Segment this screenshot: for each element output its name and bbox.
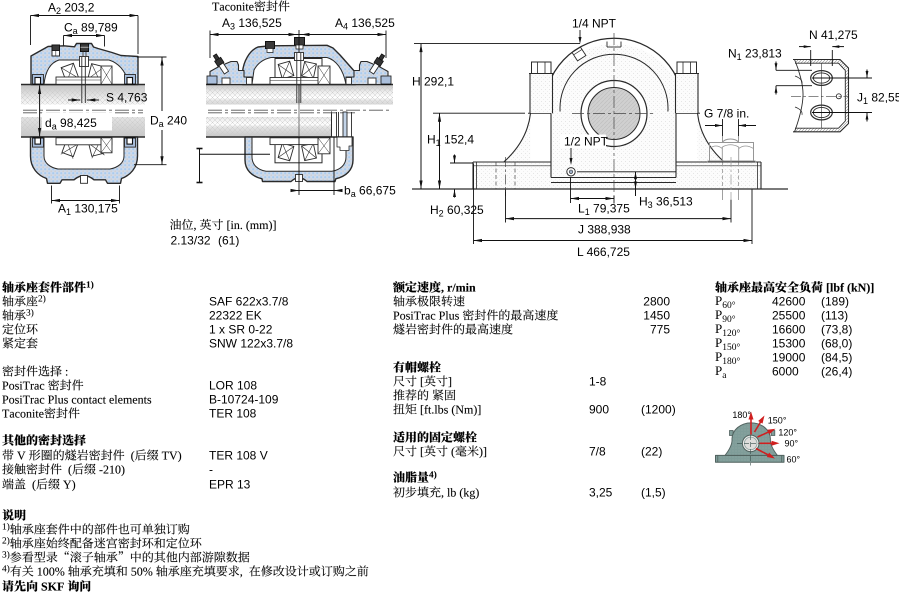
svg-text:EPR 13: EPR 13 bbox=[209, 478, 251, 492]
svg-text:H1 152,4: H1 152,4 bbox=[427, 133, 474, 149]
svg-text:(22): (22) bbox=[641, 445, 662, 459]
svg-text:-: - bbox=[209, 463, 213, 477]
svg-text:6000: 6000 bbox=[772, 365, 799, 379]
svg-text:2800: 2800 bbox=[643, 295, 670, 309]
svg-text:N1 23,813: N1 23,813 bbox=[728, 47, 782, 63]
svg-text:SNW 122x3.7/8: SNW 122x3.7/8 bbox=[209, 337, 293, 351]
svg-text:(1200): (1200) bbox=[641, 403, 676, 417]
svg-text:775: 775 bbox=[650, 323, 670, 337]
svg-text:1-8: 1-8 bbox=[589, 375, 607, 389]
svg-text:180°: 180° bbox=[732, 410, 751, 420]
svg-text:B-10724-109: B-10724-109 bbox=[209, 393, 279, 407]
svg-text:1/2 NPT: 1/2 NPT bbox=[564, 135, 609, 149]
svg-text:150°: 150° bbox=[768, 416, 787, 426]
svg-text:22322 EK: 22322 EK bbox=[209, 309, 262, 323]
svg-text:A4 136,525: A4 136,525 bbox=[335, 16, 395, 32]
svg-text:900: 900 bbox=[589, 403, 609, 417]
svg-text:3,25: 3,25 bbox=[589, 486, 613, 500]
svg-text:ba 66,675: ba 66,675 bbox=[344, 184, 396, 200]
svg-text:L1 79,375: L1 79,375 bbox=[578, 202, 630, 218]
svg-text:H3 36,513: H3 36,513 bbox=[639, 195, 693, 211]
svg-text:15300: 15300 bbox=[772, 337, 806, 351]
svg-text:120°: 120° bbox=[778, 428, 797, 438]
svg-text:(1,5): (1,5) bbox=[641, 486, 666, 500]
svg-text:G 7/8 in.: G 7/8 in. bbox=[704, 107, 749, 121]
svg-text:A3 136,525: A3 136,525 bbox=[222, 16, 282, 32]
svg-text:(26,4): (26,4) bbox=[821, 365, 852, 379]
svg-text:TER 108 V: TER 108 V bbox=[209, 449, 268, 463]
svg-text:(113): (113) bbox=[821, 309, 848, 323]
svg-text:1450: 1450 bbox=[643, 309, 670, 323]
svg-text:7/8: 7/8 bbox=[589, 445, 606, 459]
svg-text:L 466,725: L 466,725 bbox=[577, 245, 630, 259]
svg-text:90°: 90° bbox=[785, 439, 799, 449]
svg-text:Ca 89,789: Ca 89,789 bbox=[64, 21, 118, 37]
svg-text:A1 130,175: A1 130,175 bbox=[58, 202, 118, 218]
svg-text:19000: 19000 bbox=[772, 351, 806, 365]
svg-text:H 292,1: H 292,1 bbox=[412, 75, 454, 89]
svg-text:da 98,425: da 98,425 bbox=[45, 116, 97, 132]
svg-text:A2 203,2: A2 203,2 bbox=[48, 1, 95, 17]
svg-text:1 x SR 0-22: 1 x SR 0-22 bbox=[209, 323, 273, 337]
svg-text:LOR 108: LOR 108 bbox=[209, 379, 257, 393]
svg-text:J 388,938: J 388,938 bbox=[578, 223, 631, 237]
svg-text:16600: 16600 bbox=[772, 323, 806, 337]
svg-text:25500: 25500 bbox=[772, 309, 806, 323]
svg-text:(84,5): (84,5) bbox=[821, 351, 852, 365]
svg-text:H2 60,325: H2 60,325 bbox=[430, 203, 484, 219]
svg-text:Da 240: Da 240 bbox=[150, 114, 187, 130]
svg-text:(68,0): (68,0) bbox=[821, 337, 852, 351]
svg-text:J1 82,55: J1 82,55 bbox=[857, 91, 899, 107]
svg-text:TER 108: TER 108 bbox=[209, 407, 257, 421]
svg-text:42600: 42600 bbox=[772, 295, 806, 309]
svg-text:N 41,275: N 41,275 bbox=[809, 28, 858, 42]
svg-text:SAF 622x3.7/8: SAF 622x3.7/8 bbox=[209, 295, 289, 309]
svg-text:(189): (189) bbox=[821, 295, 849, 309]
svg-text:(61): (61) bbox=[218, 234, 239, 248]
svg-text:1/4 NPT: 1/4 NPT bbox=[572, 17, 617, 31]
svg-text:(73,8): (73,8) bbox=[821, 323, 852, 337]
svg-text:2.13/32: 2.13/32 bbox=[171, 234, 211, 248]
svg-text:60°: 60° bbox=[787, 455, 801, 465]
svg-text:S 4,763: S 4,763 bbox=[106, 91, 148, 105]
